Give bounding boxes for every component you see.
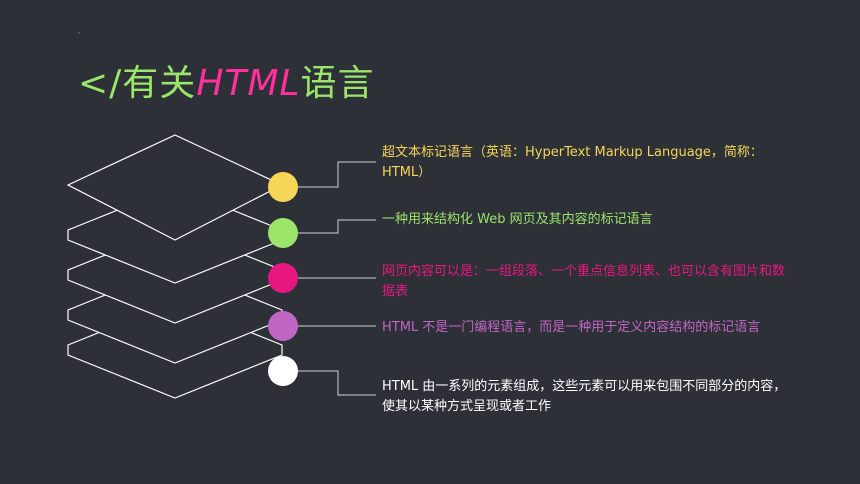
item-text-3: 网页内容可以是：一组段落、一个重点信息列表、也可以含有图片和数据表	[382, 264, 786, 299]
connector-2	[298, 219, 376, 234]
connector-1	[298, 161, 376, 188]
slide-title: </有关HTML语言	[78, 60, 375, 108]
dot-white	[268, 356, 298, 386]
item-text-4: HTML 不是一门编程语言，而是一种用于定义内容结构的标记语言	[382, 320, 761, 335]
connector-5	[298, 370, 376, 396]
layer-outlines	[66, 134, 284, 399]
layer-outline-5	[67, 301, 283, 399]
dot-yellow	[268, 172, 298, 202]
title-suffix: 语言	[300, 63, 375, 104]
item-text-5: HTML 由一系列的元素组成，这些元素可以用来包围不同部分的内容，使其以某种方式…	[382, 379, 787, 414]
decorative-dot	[78, 32, 80, 34]
connectors	[298, 161, 376, 396]
dot-green	[268, 218, 298, 248]
dot-purple	[268, 311, 298, 341]
item-text-2: 一种用来结构化 Web 网页及其内容的标记语言	[382, 212, 653, 227]
item-text-1: 超文本标记语言（英语：HyperText Markup Language，简称：…	[382, 145, 763, 180]
title-html: HTML	[196, 63, 301, 104]
title-bracket: </	[78, 63, 123, 104]
title-prefix: 有关	[122, 63, 197, 104]
dot-pink	[268, 263, 298, 293]
